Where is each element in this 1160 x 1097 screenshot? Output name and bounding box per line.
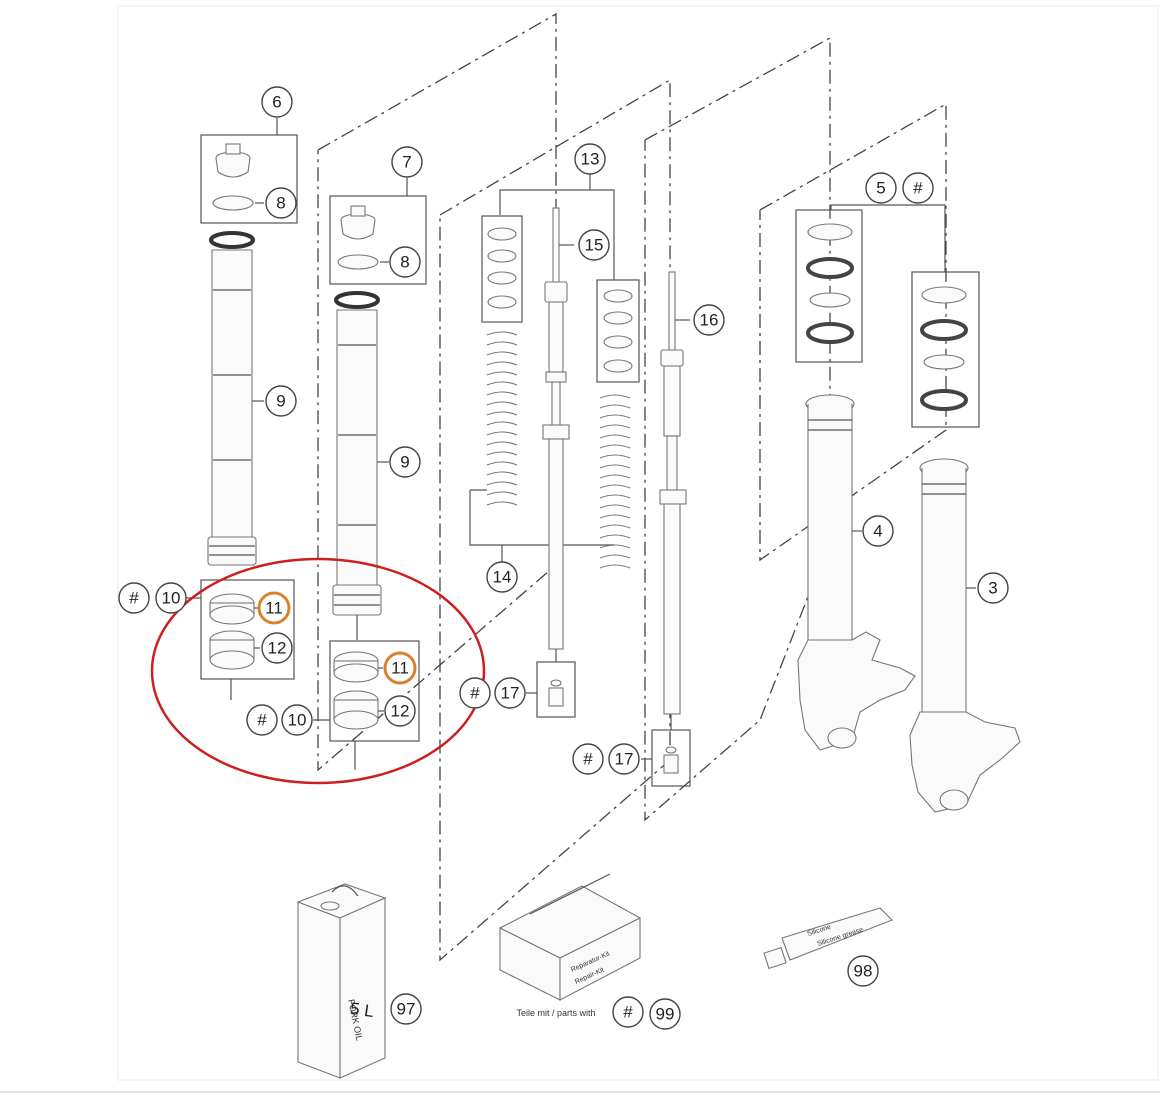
callout-circle-8 <box>389 246 421 278</box>
hash-marker: # <box>583 750 593 769</box>
middle-fork-tube <box>329 195 427 640</box>
callout-circle-12 <box>261 632 293 664</box>
callout-circle-10 <box>155 582 187 614</box>
callout-circle-4 <box>862 515 894 547</box>
callout-label-97: 97 <box>397 1000 416 1019</box>
hash-marker: # <box>623 1003 633 1022</box>
left-bushing-group <box>200 579 295 700</box>
callout-circle-11 <box>257 591 291 625</box>
callout-label-12: 12 <box>268 639 287 658</box>
callout-circle-3 <box>977 572 1009 604</box>
fork-oil-can: FORK OIL 5 L <box>296 883 387 1079</box>
callout-circle-9 <box>265 385 297 417</box>
callout-label-98: 98 <box>854 962 873 981</box>
callout-label-99: 99 <box>656 1005 675 1024</box>
hash-marker-circle <box>118 582 150 614</box>
callout-label-8: 8 <box>276 194 285 213</box>
callout-circle-98 <box>847 955 879 987</box>
outer-tube-4 <box>795 204 946 751</box>
hash-marker-circle <box>612 996 644 1028</box>
callout-labels: ######6878991011121011121314151617175439… <box>118 86 1009 1030</box>
callout-label-6: 6 <box>272 93 281 112</box>
callout-label-17: 17 <box>501 684 520 703</box>
callout-label-8: 8 <box>400 253 409 272</box>
callout-label-3: 3 <box>988 579 997 598</box>
callout-label-11: 11 <box>265 599 283 618</box>
callout-label-17: 17 <box>615 750 634 769</box>
callout-label-13: 13 <box>581 150 600 169</box>
callout-label-9: 9 <box>400 453 409 472</box>
frame-border <box>117 5 1159 1081</box>
callout-circle-14 <box>486 561 518 593</box>
leader-lines <box>186 118 976 760</box>
callout-circle-5 <box>865 172 897 204</box>
callout-circle-17 <box>608 743 640 775</box>
callout-circle-97 <box>390 993 422 1025</box>
hash-marker-circle <box>246 704 278 736</box>
parts-with-note: Teile mit / parts with <box>516 1008 595 1018</box>
callout-circle-6 <box>261 86 293 118</box>
callout-label-10: 10 <box>162 589 181 608</box>
hash-marker-circle <box>902 172 934 204</box>
hash-marker: # <box>470 684 480 703</box>
callout-label-5: 5 <box>876 179 885 198</box>
callout-label-4: 4 <box>873 522 882 541</box>
callout-label-14: 14 <box>493 568 512 587</box>
highlight-ellipse <box>150 557 486 785</box>
left-fork-tube <box>200 134 298 566</box>
repair-kit-box: Reparatur-Kit Repair-Kit <box>498 873 642 1001</box>
hash-marker: # <box>257 711 267 730</box>
callout-circle-10 <box>281 704 313 736</box>
callout-circle-8 <box>265 187 297 219</box>
hash-marker-circle <box>572 743 604 775</box>
callout-circle-15 <box>578 229 610 261</box>
callout-label-16: 16 <box>700 311 719 330</box>
callout-label-7: 7 <box>402 153 411 172</box>
outer-tube-3 <box>909 271 1021 813</box>
callout-label-12: 12 <box>391 702 410 721</box>
hash-marker: # <box>129 589 139 608</box>
callout-label-10: 10 <box>288 711 307 730</box>
callout-label-15: 15 <box>585 236 604 255</box>
callout-circle-99 <box>649 998 681 1030</box>
damper-rod-16 <box>651 271 691 787</box>
callout-circle-12 <box>384 695 416 727</box>
callout-circle-16 <box>693 304 725 336</box>
middle-bushing-group <box>329 640 420 770</box>
hash-marker: # <box>913 179 923 198</box>
callout-circle-7 <box>391 146 423 178</box>
hash-marker-circle <box>459 677 491 709</box>
callout-circle-17 <box>494 677 526 709</box>
callout-circle-13 <box>574 143 606 175</box>
callout-circle-9 <box>389 446 421 478</box>
callout-circle-11 <box>383 651 417 685</box>
cartridge-assembly <box>469 189 640 718</box>
callout-label-9: 9 <box>276 392 285 411</box>
callout-label-11: 11 <box>391 659 409 678</box>
oil-can-label-2: 5 L <box>349 999 375 1021</box>
